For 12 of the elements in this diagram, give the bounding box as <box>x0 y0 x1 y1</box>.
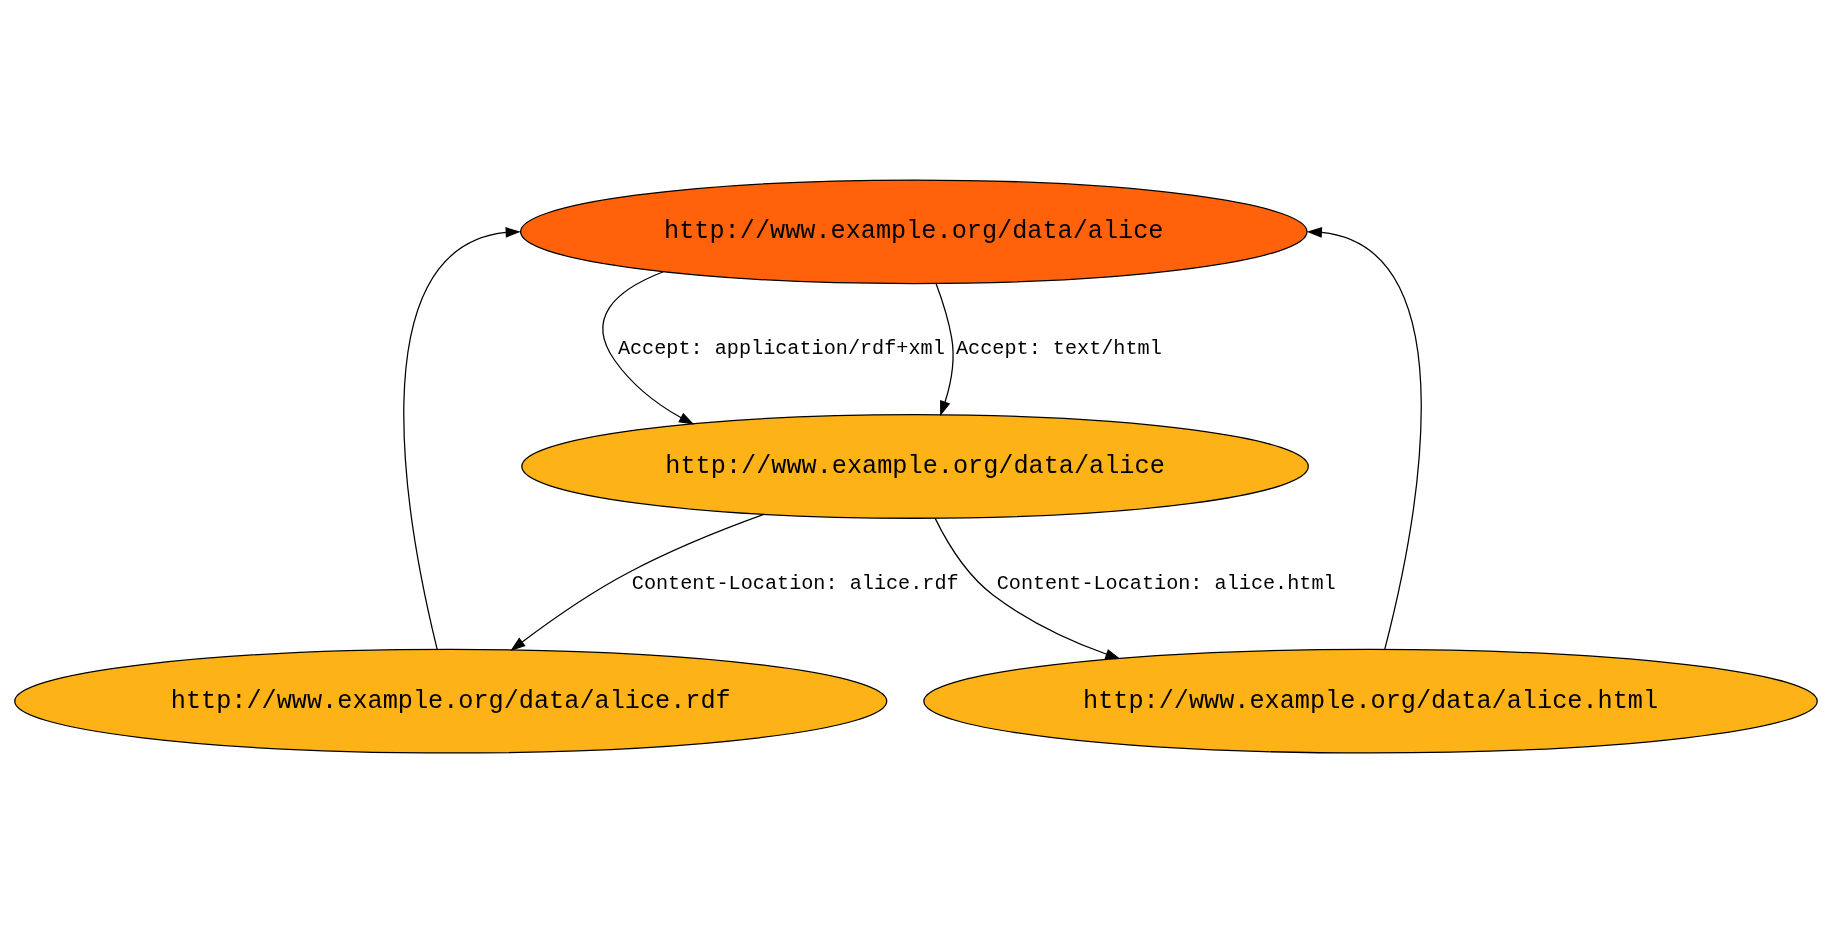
arrow <box>601 270 694 425</box>
edge-label: Accept: text/html <box>955 336 1162 360</box>
node-ellipse: http://www.example.org/data/alice <box>519 178 1308 284</box>
arrow <box>1306 226 1422 650</box>
arrow <box>509 513 764 651</box>
edge-label: Accept: application/rdf+xml <box>617 336 945 360</box>
edge-label: Content-Location: alice.rdf <box>631 571 959 595</box>
edge-label: Content-Location: alice.html <box>996 571 1336 595</box>
node-ellipse: http://www.example.org/data/alice.rdf <box>13 648 887 754</box>
arrow <box>934 517 1121 659</box>
arrow <box>935 282 954 416</box>
arrow <box>402 226 521 650</box>
